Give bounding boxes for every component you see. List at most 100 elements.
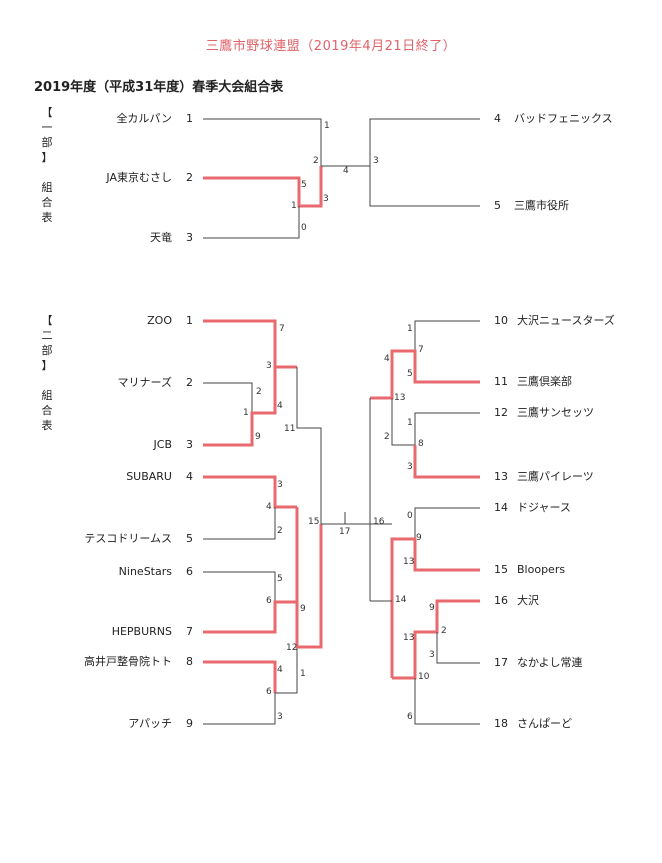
div1-seed-3: 3 <box>186 231 193 244</box>
div2-seed-14: 14 <box>494 501 508 514</box>
div2-team-14: ドジャース <box>517 501 571 514</box>
div2-team-12: 三鷹サンセッツ <box>517 406 594 419</box>
div2-seed-8: 8 <box>186 655 193 668</box>
div2-seed-15: 15 <box>494 563 508 576</box>
div2-seed-10: 10 <box>494 314 508 327</box>
div2-score: 17 <box>339 527 351 537</box>
div2-score: 12 <box>286 643 298 653</box>
div2-seed-13: 13 <box>494 470 508 483</box>
div2-score: 14 <box>395 595 407 605</box>
div2-team-2: マリナーズ <box>117 376 172 389</box>
div2-vertical-label: 【二部】組合表 <box>41 314 53 432</box>
div2-team-7: HEPBURNS <box>111 625 172 638</box>
div2-team-6: NineStars <box>118 565 172 578</box>
div2-line-seed4 <box>203 475 297 509</box>
div2-score: 6 <box>407 712 413 722</box>
div2-score: 11 <box>284 424 296 434</box>
page-title: 三鷹市野球連盟（2019年4月21日終了） <box>205 39 457 54</box>
div2-score: 6 <box>266 687 272 697</box>
div2-line-seed9 <box>203 647 298 725</box>
div2-score: 4 <box>277 665 283 675</box>
div2-line-seed17 <box>436 632 480 664</box>
div2-seed-11: 11 <box>494 375 508 388</box>
div1-score: 1 <box>291 201 297 211</box>
div1-seed-2: 2 <box>186 171 193 184</box>
div2-team-17: なかよし常連 <box>517 656 583 669</box>
div1-team-2: JA東京むさし <box>106 171 172 184</box>
div1-seed-5: 5 <box>494 199 501 212</box>
div2-seed-2: 2 <box>186 376 193 389</box>
bracket-subtitle: 2019年度（平成31年度）春季大会組合表 <box>34 80 284 95</box>
div1-team-4: バッドフェニックス <box>514 112 613 125</box>
div2-score: 15 <box>308 517 320 527</box>
div1-team-3: 天竜 <box>150 231 172 244</box>
div2-score: 9 <box>429 603 435 613</box>
div2-line-seed13 <box>413 445 480 479</box>
div2-score: 1 <box>407 324 413 334</box>
div2-score: 7 <box>418 345 424 355</box>
div2-score: 2 <box>277 526 283 536</box>
div2-seed-18: 18 <box>494 717 508 730</box>
div2-team-3: JCB <box>153 438 172 451</box>
div2-seed-1: 1 <box>186 314 193 327</box>
div2-score: 13 <box>403 633 415 643</box>
div2-line-seed6 <box>203 571 276 602</box>
div2-score: 13 <box>403 557 415 567</box>
div2-team-18: さんぱーど <box>517 717 572 730</box>
div2-line-seed10 <box>414 320 480 351</box>
div2-score: 3 <box>407 462 413 472</box>
div2-line-seed16 <box>392 599 480 680</box>
div1-line-right <box>369 118 480 207</box>
div2-team-5: テスコドリームス <box>84 532 172 545</box>
div2-line-seed3 <box>203 367 277 447</box>
div2-score: 3 <box>277 480 283 490</box>
div2-line-seed8 <box>203 660 277 693</box>
div2-score: 16 <box>373 517 385 527</box>
div1-score: 5 <box>301 180 307 190</box>
div2-score: 2 <box>384 432 390 442</box>
div2-line-l-semi <box>295 507 323 649</box>
div2-score: 4 <box>277 401 283 411</box>
div2-line-seed1 <box>203 319 297 369</box>
div2-line-seed5 <box>203 507 276 540</box>
div2-score: 0 <box>407 511 413 521</box>
div2-score: 1 <box>300 669 306 679</box>
div2-team-8: 高井戸整骨院トト <box>84 655 172 668</box>
div2-line-r2top <box>296 367 322 524</box>
div2-seed-4: 4 <box>186 470 193 483</box>
div2-seed-6: 6 <box>186 565 193 578</box>
div1-team-1: 全カルパン <box>116 112 172 125</box>
div2-seed-9: 9 <box>186 717 193 730</box>
div2-score: 5 <box>407 369 413 379</box>
div2-line-seed2 <box>203 382 253 413</box>
div2-seed-7: 7 <box>186 625 193 638</box>
div1-seed-4: 4 <box>494 112 501 125</box>
div2-team-16: 大沢 <box>517 594 539 607</box>
div2-score: 8 <box>418 439 424 449</box>
div2-score: 1 <box>243 408 249 418</box>
div2-team-10: 大沢ニュースターズ <box>517 314 615 327</box>
div2-team-11: 三鷹倶楽部 <box>517 375 572 388</box>
div2-seed-17: 17 <box>494 656 508 669</box>
div2-score: 4 <box>266 502 272 512</box>
div2-score: 7 <box>279 324 285 334</box>
div1-score: 4 <box>343 166 349 176</box>
div2-team-1: ZOO <box>147 314 172 327</box>
div2-score: 6 <box>266 596 272 606</box>
div2-score: 2 <box>441 626 447 636</box>
div2-seed-5: 5 <box>186 532 193 545</box>
div1-team-5: 三鷹市役所 <box>514 199 569 212</box>
div2-team-15: Bloopers <box>517 563 566 576</box>
div1-score: 0 <box>301 223 307 233</box>
div2-score: 1 <box>407 418 413 428</box>
div2-score: 2 <box>256 387 262 397</box>
div1-score: 1 <box>324 121 330 131</box>
div2-score: 5 <box>277 574 283 584</box>
div2-line-seed18 <box>414 678 480 725</box>
div2-line-seed15 <box>390 537 480 678</box>
div2-score: 9 <box>255 432 261 442</box>
div2-seed-3: 3 <box>186 438 193 451</box>
div1-vertical-label: 【一部】組合表 <box>41 106 53 224</box>
div2-score: 4 <box>384 354 390 364</box>
